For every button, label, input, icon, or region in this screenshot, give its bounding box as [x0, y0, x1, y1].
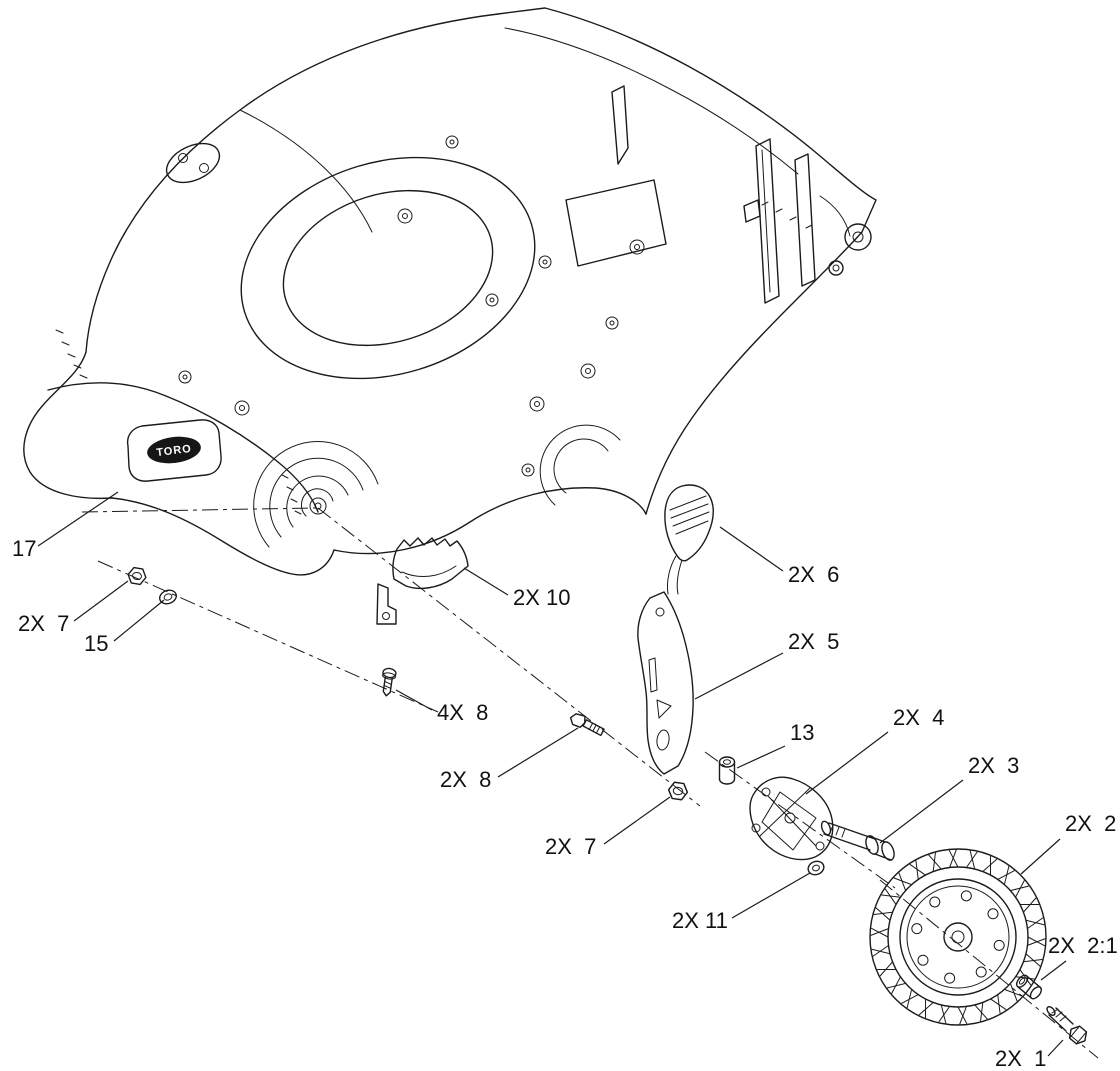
- part-washer-15: [159, 589, 177, 605]
- callout-label: 2X 11: [672, 908, 728, 933]
- callout-label: 2X 7: [18, 611, 69, 636]
- callout-label: 2X 4: [893, 705, 944, 730]
- callout-label: 4X 8: [437, 700, 488, 725]
- deck-bolt-holes: [178, 135, 645, 477]
- left-wheel-pocket: [253, 440, 379, 548]
- wheel-tread: [870, 849, 1046, 1025]
- leader-line: [73, 580, 129, 622]
- leader-line: [736, 745, 786, 769]
- part-spacer-13: [718, 756, 736, 785]
- leader-line: [395, 689, 433, 711]
- height-indicator-ticks: [55, 329, 302, 515]
- part-rear-wheel: [869, 848, 1047, 1026]
- leader-line: [731, 872, 811, 919]
- leader-line: [1020, 838, 1061, 875]
- part-hex-nut-left: [127, 566, 147, 586]
- leader-line: [113, 599, 165, 642]
- callout-label: 2X 2:1: [1048, 933, 1118, 958]
- part-gear-housing: [749, 776, 834, 861]
- callout-label: 2X 1: [995, 1046, 1046, 1071]
- leader-line: [719, 526, 784, 572]
- logo-plate: [126, 419, 222, 482]
- leader-line: [1047, 1039, 1064, 1057]
- part-adjuster-bracket: [637, 591, 694, 775]
- part-hex-nut-right: [667, 781, 689, 801]
- mower-deck: TORO: [23, 7, 877, 576]
- part-hub-bushing: [1015, 974, 1043, 1000]
- leader-line: [497, 727, 579, 778]
- leader-line: [1040, 960, 1067, 981]
- part-bolt-2x8: [569, 713, 605, 737]
- callout-label: 2X 2: [1065, 811, 1116, 836]
- wheel-rim-holes: [911, 890, 1005, 984]
- part-sector-bracket: [376, 537, 469, 625]
- part-height-lever: [664, 484, 714, 595]
- handle-mount-brackets: [743, 138, 872, 304]
- callouts-layer: 17 2X 7 15 2X 10 4X 8 2X 8 2X 7 2X 6 2X 5 13 2X 4 2…: [12, 491, 1118, 1071]
- callout-label: 17: [12, 536, 36, 561]
- callout-label: 2X 3: [968, 753, 1019, 778]
- leader-line: [694, 652, 784, 700]
- center-axis-lines: [81, 507, 1099, 1059]
- callout-label: 2X 6: [788, 562, 839, 587]
- callout-label: 15: [84, 631, 108, 656]
- front-skirt: TORO: [47, 382, 319, 513]
- leader-line: [879, 779, 964, 844]
- callout-label: 13: [790, 720, 814, 745]
- leader-line: [37, 491, 119, 547]
- leader-line: [805, 731, 889, 795]
- callout-label: 2X 5: [788, 629, 839, 654]
- part-wheel-bolt: [1046, 1006, 1088, 1045]
- engine-mount-plate: [565, 179, 667, 267]
- deck-rib: [611, 85, 629, 165]
- toro-logo-text: TORO: [156, 443, 193, 459]
- right-wheel-pocket: [539, 424, 621, 506]
- callout-label: 2X 10: [513, 585, 571, 610]
- callout-label: 2X 8: [440, 767, 491, 792]
- mount-pad: [165, 142, 221, 184]
- callout-label: 2X 7: [545, 834, 596, 859]
- part-axle-bolt: [820, 820, 895, 861]
- leader-line: [603, 796, 671, 845]
- part-screw-4x8: [382, 667, 397, 697]
- toro-logo-badge: [147, 436, 201, 464]
- leader-line: [463, 567, 509, 596]
- part-washer-11: [807, 860, 825, 876]
- blade-housing-ring: [240, 156, 536, 380]
